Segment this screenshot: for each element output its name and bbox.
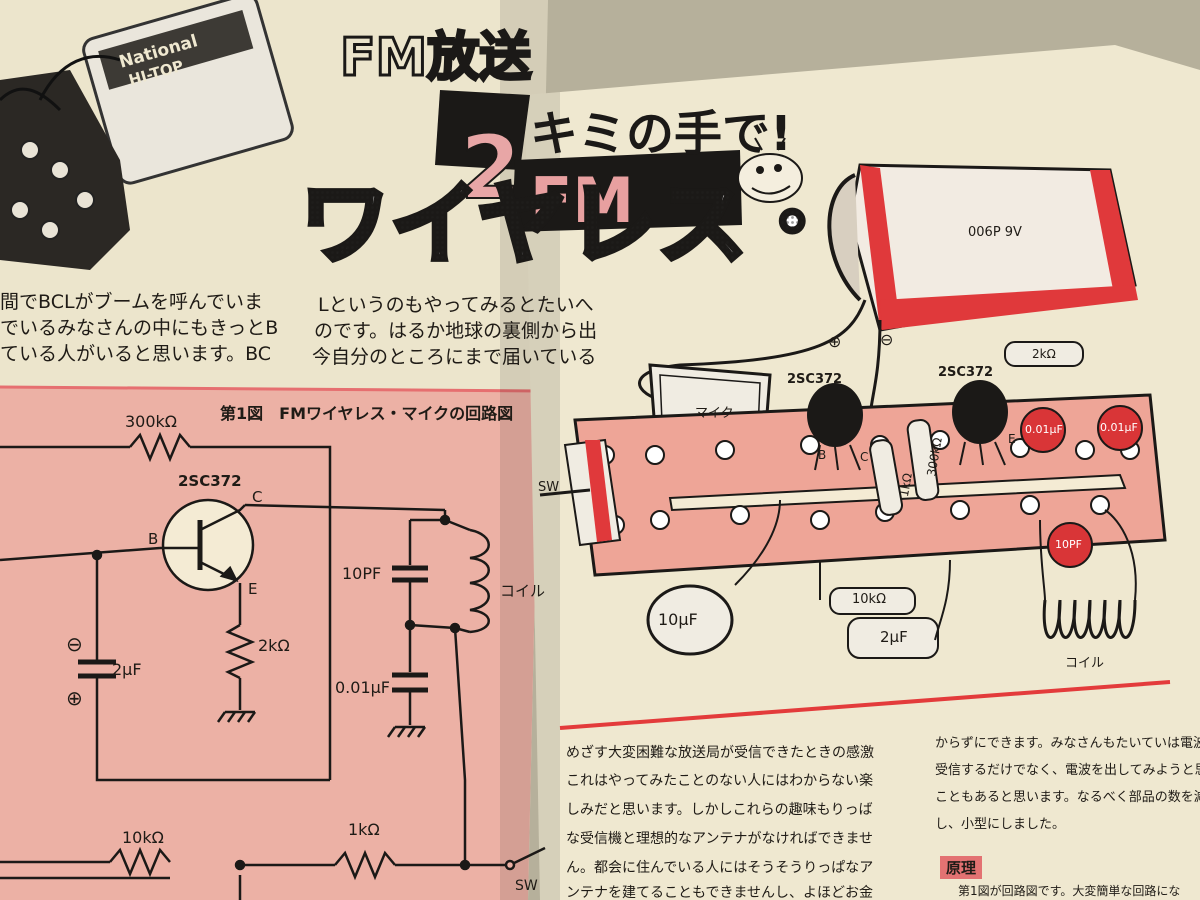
wiring-pin-e: E [1008,432,1016,446]
section-text: 第1図が回路図です。大変簡単な回路にな [958,884,1181,898]
schematic-sw: SW [515,878,538,894]
schematic-c-001: 0.01μF [335,678,391,697]
section-label: 原理 [940,856,983,879]
title-line2: キミの手で! [530,106,792,162]
schematic-minus: ⊖ [66,632,83,656]
left-text-col2-line-2: のです。はるか地球の裏側から出 [314,320,598,342]
wiring-mic-label: マイク [695,406,734,421]
schematic-pin-b: B [148,530,159,548]
right-col2-line-4: し、小型にしました。 [935,817,1066,832]
schematic-coil-label: コイル [500,582,546,600]
right-col1-line-4: な受信機と理想的なアンテナがなければできませ [566,831,874,847]
schematic-r-10k: 10kΩ [122,828,164,847]
title-badge: FM [530,164,634,237]
wiring-diagram [539,163,1167,659]
schematic-pin-e: E [248,580,258,598]
schematic-c-2uf: 2μF [112,660,142,679]
schematic-panel [0,388,540,900]
left-text-line-2: でいるみなさんの中にもきっとB [0,317,279,339]
cartoon-character [737,137,803,203]
right-col1-line-3: しみだと思います。しかしこれらの趣味もりっば [566,802,873,818]
wiring-pin-b: B [818,448,827,462]
schematic-r-2k: 2kΩ [258,636,290,655]
right-col1-line-5: ん。都会に住んでいる人にはそうそうりっぱなア [566,860,874,876]
schematic-r-300k: 300kΩ [125,412,178,431]
right-col1-line-2: これはやってみたことのない人にはわからない楽 [566,773,874,789]
wiring-battery-label: 006P 9V [968,225,1022,240]
wiring-minus: ⊖ [880,330,894,349]
transistor-2 [952,380,1008,466]
left-text-line-3: ている人がいると思います。BC [0,343,272,365]
schematic [0,431,546,900]
wiring-coil-label: コイル [1065,656,1105,671]
wiring-transistor-1-label: 2SC372 [787,372,843,387]
wiring-c-001-a: 0.01μF [1025,423,1063,436]
left-text-col2-line-1: Lというのもやってみるとたいへ [318,294,594,316]
schematic-pin-c: C [252,488,263,506]
right-col2-line-3: こともあると思います。なるべく部品の数を減ら [935,790,1200,805]
wiring-plus: ⊕ [828,332,842,351]
figure-caption: 第1図 FMワイヤレス・マイクの回路図 [220,404,514,423]
battery-006p [827,163,1138,332]
title-line1: FM放送 [340,28,531,88]
transistor-1 [807,383,863,471]
schematic-transistor-label: 2SC372 [178,472,242,490]
wiring-c-001-b: 0.01μF [1100,421,1138,434]
title-number: 2 [460,116,521,219]
schematic-c-10pf: 10PF [342,564,382,583]
schematic-r-1k: 1kΩ [348,820,380,839]
wiring-c-2uf: 2μF [880,628,908,646]
wiring-transistor-2-label: 2SC372 [938,365,994,380]
left-page [0,0,548,900]
right-col1-line-1: めざす大変困難な放送局が受信できたときの感激 [566,745,874,761]
wiring-pin-c: C [860,450,869,464]
right-col2-line-1: からずにできます。みなさんもたいていは電波を [935,736,1200,751]
wiring-r-2k: 2kΩ [1032,347,1056,361]
circuit-photo [0,0,294,270]
air-coil [1042,599,1137,639]
wiring-sw: SW [538,480,560,495]
schematic-plus: ⊕ [66,686,83,710]
wiring-c-10pf: 10PF [1055,538,1082,551]
wiring-c-10uf: 10μF [658,610,698,629]
left-text-col2-line-3: 今自分のところにまで届いている [312,346,597,368]
right-col2-line-2: 受信するだけでなく、電波を出してみようと思う [935,763,1200,778]
wiring-r-10k: 10kΩ [852,592,887,607]
left-text-line-1: 間でBCLがブームを呼んでいま [0,291,264,313]
right-col1-line-6: ンテナを建てることもできませんし、よほどお金 [566,885,874,900]
